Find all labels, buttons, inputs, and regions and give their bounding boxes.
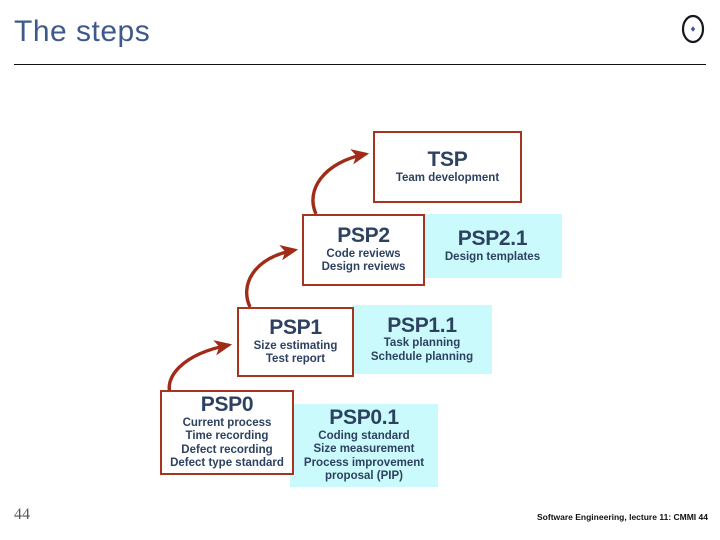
box-psp2-1[interactable]: PSP2.1 Design templates bbox=[423, 214, 562, 278]
box-lines: Task planning Schedule planning bbox=[371, 337, 473, 364]
header-divider bbox=[14, 64, 706, 65]
box-lines: Code reviews Design reviews bbox=[322, 248, 406, 275]
box-line: Team development bbox=[395, 171, 500, 184]
box-line: Process improvement bbox=[303, 456, 425, 469]
box-line: Defect type standard bbox=[170, 457, 284, 470]
box-line: Code reviews bbox=[326, 247, 401, 260]
slide-number: 44 bbox=[14, 506, 30, 523]
box-line: Design reviews bbox=[321, 261, 406, 274]
target-circle-icon bbox=[680, 14, 706, 44]
box-title: PSP0.1 bbox=[329, 406, 399, 430]
box-line: Test report bbox=[265, 353, 326, 366]
box-line: Defect recording bbox=[181, 443, 273, 456]
arrow-psp0-to-psp1 bbox=[167, 340, 233, 397]
arrow-psp1-to-psp2 bbox=[245, 245, 299, 308]
arrow-psp2-to-tsp bbox=[311, 149, 370, 215]
box-psp1[interactable]: PSP1 Size estimating Test report bbox=[237, 307, 354, 377]
box-line: Design templates bbox=[444, 250, 541, 263]
footer-note: Software Engineering, lecture 11: CMMI 4… bbox=[537, 512, 708, 522]
box-title: PSP0 bbox=[200, 393, 254, 417]
box-tsp[interactable]: TSP Team development bbox=[373, 131, 522, 203]
slide-header: The steps bbox=[0, 0, 720, 70]
box-line: Task planning bbox=[383, 337, 461, 350]
box-psp1-1[interactable]: PSP1.1 Task planning Schedule planning bbox=[352, 305, 492, 374]
box-line: Size estimating bbox=[253, 339, 338, 352]
box-title: TSP bbox=[427, 147, 468, 171]
box-title: PSP2 bbox=[337, 224, 390, 248]
box-line: Current process bbox=[182, 417, 272, 429]
box-lines: Size estimating Test report bbox=[254, 340, 338, 367]
box-line: Size measurement bbox=[313, 443, 415, 456]
box-lines: Current process Time recording Defect re… bbox=[170, 417, 284, 471]
box-line: proposal (PIP) bbox=[325, 470, 403, 483]
box-title: PSP1.1 bbox=[387, 313, 457, 337]
box-psp0-1[interactable]: PSP0.1 Coding standard Size measurement … bbox=[290, 404, 438, 487]
box-line: Time recording bbox=[185, 430, 269, 443]
box-psp0[interactable]: PSP0 Current process Time recording Defe… bbox=[160, 390, 294, 475]
page-title: The steps bbox=[14, 15, 151, 48]
box-psp2[interactable]: PSP2 Code reviews Design reviews bbox=[302, 214, 425, 286]
box-title: PSP2.1 bbox=[457, 226, 528, 250]
box-line: Coding standard bbox=[318, 430, 410, 442]
box-line: Schedule planning bbox=[370, 350, 474, 363]
box-lines: Coding standard Size measurement Process… bbox=[304, 430, 424, 484]
box-lines: Team development bbox=[396, 172, 499, 185]
slide-footer: 44 Software Engineering, lecture 11: CMM… bbox=[0, 500, 720, 540]
box-title: PSP1 bbox=[269, 316, 322, 340]
box-lines: Design templates bbox=[445, 251, 540, 264]
